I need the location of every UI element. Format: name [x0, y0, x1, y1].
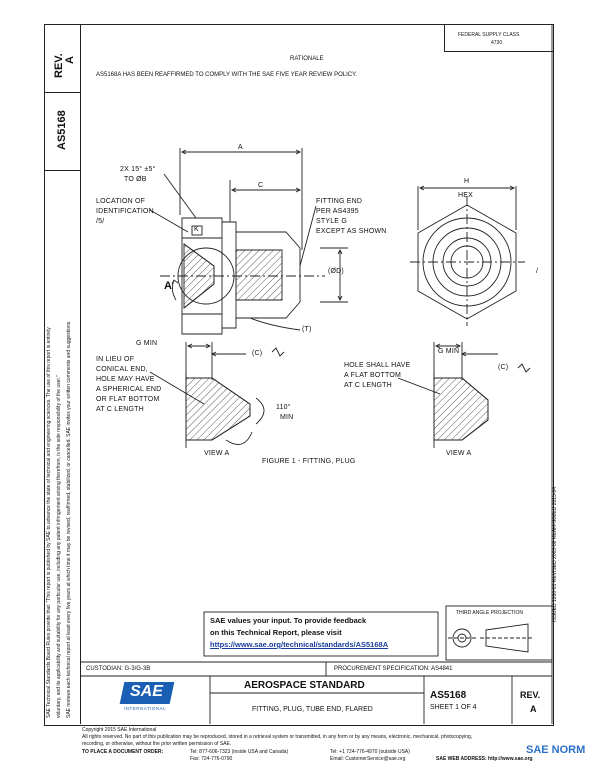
supply-class-line1: FEDERAL SUPPLY CLASS: [458, 32, 520, 38]
custodian: CUSTODIAN: G-3/G-3B: [86, 666, 151, 672]
fitting-end-line3: STYLE G: [316, 218, 347, 225]
c-paren-left-label: (C): [252, 350, 263, 357]
left-column-rule1: [44, 92, 80, 93]
in-lieu-line3: HOLE MAY HAVE: [96, 376, 155, 383]
hole-line2: A FLAT BOTTOM: [344, 372, 402, 379]
fitting-end-line4: EXCEPT AS SHOWN: [316, 228, 387, 235]
view-a-callout-letter: A: [164, 280, 172, 292]
in-lieu-line4: A SPHERICAL END: [96, 386, 162, 393]
sae-logo-text: SAE: [130, 683, 163, 700]
copyright: Copyright 2015 SAE International: [82, 727, 157, 733]
feedback-line1: SAE values your input. To provide feedba…: [210, 616, 367, 625]
tel-inside: Tel: 877-606-7323 (inside USA and Canada…: [190, 749, 289, 755]
angle-label: 110°: [276, 404, 291, 411]
aerospace-standard-title: AEROSPACE STANDARD: [244, 680, 365, 691]
email: Email: CustomerService@sae.org: [330, 756, 406, 762]
in-lieu-line2: CONICAL END,: [96, 366, 148, 373]
rev-value-block: A: [530, 704, 537, 714]
rights-line2: recording, or otherwise, without the pri…: [82, 741, 232, 747]
location-id-line2: IDENTIFICATION: [96, 208, 154, 215]
issue-dates-vertical: ISSUED 1996-03 REVISED 2003-08 REAFFIRME…: [552, 486, 558, 622]
sheet-number: SHEET 1 OF 4: [430, 704, 477, 711]
location-id-line3: /5/: [96, 218, 105, 225]
dim-h-label: H: [464, 178, 470, 185]
order-label: TO PLACE A DOCUMENT ORDER:: [82, 749, 164, 755]
in-lieu-line5: OR FLAT BOTTOM: [96, 396, 160, 403]
left-column-rule2: [44, 170, 80, 171]
sae-logo-subtitle: INTERNATIONAL: [124, 706, 167, 711]
part-title: FITTING, PLUG, TUBE END, FLARED: [252, 706, 373, 713]
angle-min-label: MIN: [280, 414, 294, 421]
rev-label-block: REV.: [520, 690, 541, 700]
g-min-left-label: G MIN: [136, 340, 158, 347]
hole-line1: HOLE SHALL HAVE: [344, 362, 411, 369]
fax: Fax: 724-776-0790: [190, 756, 233, 762]
hex-label: HEX: [458, 192, 473, 199]
fitting-end-line1: FITTING END: [316, 198, 363, 205]
dim-a-label: A: [238, 144, 243, 151]
feedback-line2: on this Technical Report, please visit: [210, 628, 342, 637]
web-address[interactable]: SAE WEB ADDRESS: http://www.sae.org: [436, 756, 533, 762]
procurement-spec: PROCUREMENT SPECIFICATION: AS4841: [334, 666, 453, 672]
dim-c-label: C: [258, 182, 264, 189]
supply-class-line2: 4730: [491, 40, 503, 46]
diameter-d-label: (ØD): [328, 268, 344, 275]
t-label: (T): [302, 326, 312, 333]
page-frame: [44, 24, 554, 726]
watermark: SAE NORM: [526, 744, 586, 756]
tel-outside: Tel: +1 724-776-4970 (outside USA): [330, 749, 410, 755]
chamfer-label-2: TO ØB: [124, 176, 147, 183]
location-id-line1: LOCATION OF: [96, 198, 146, 205]
sae-logo: SAE INTERNATIONAL: [118, 680, 178, 714]
view-a-left-label: VIEW A: [204, 450, 230, 457]
feedback-link[interactable]: https://www.sae.org/technical/standards/…: [210, 640, 389, 649]
doc-number-block: AS5168: [430, 690, 467, 701]
supply-class-box: [444, 24, 554, 52]
view-a-right-label: VIEW A: [446, 450, 472, 457]
chamfer-label: 2X 15° ±5°: [120, 166, 156, 173]
in-lieu-line6: AT C LENGTH: [96, 406, 144, 413]
hole-line3: AT C LENGTH: [344, 382, 392, 389]
in-lieu-line1: IN LIEU OF: [96, 356, 135, 363]
k-label: K: [194, 226, 199, 233]
left-column-divider: [80, 24, 81, 724]
rights-line1: All rights reserved. No part of this pub…: [82, 734, 473, 740]
c-paren-right-label: (C): [498, 364, 509, 371]
fitting-end-line2: PER AS4395: [316, 208, 359, 215]
rationale-text: AS5168A HAS BEEN REAFFIRMED TO COMPLY WI…: [96, 72, 357, 78]
g-min-right-label: G MIN: [438, 348, 460, 355]
side-a-label: /: [536, 268, 539, 275]
figure-caption: FIGURE 1 - FITTING, PLUG: [262, 458, 356, 465]
projection-label: THIRD ANGLE PROJECTION: [456, 610, 523, 616]
rationale-title: RATIONALE: [290, 56, 324, 62]
